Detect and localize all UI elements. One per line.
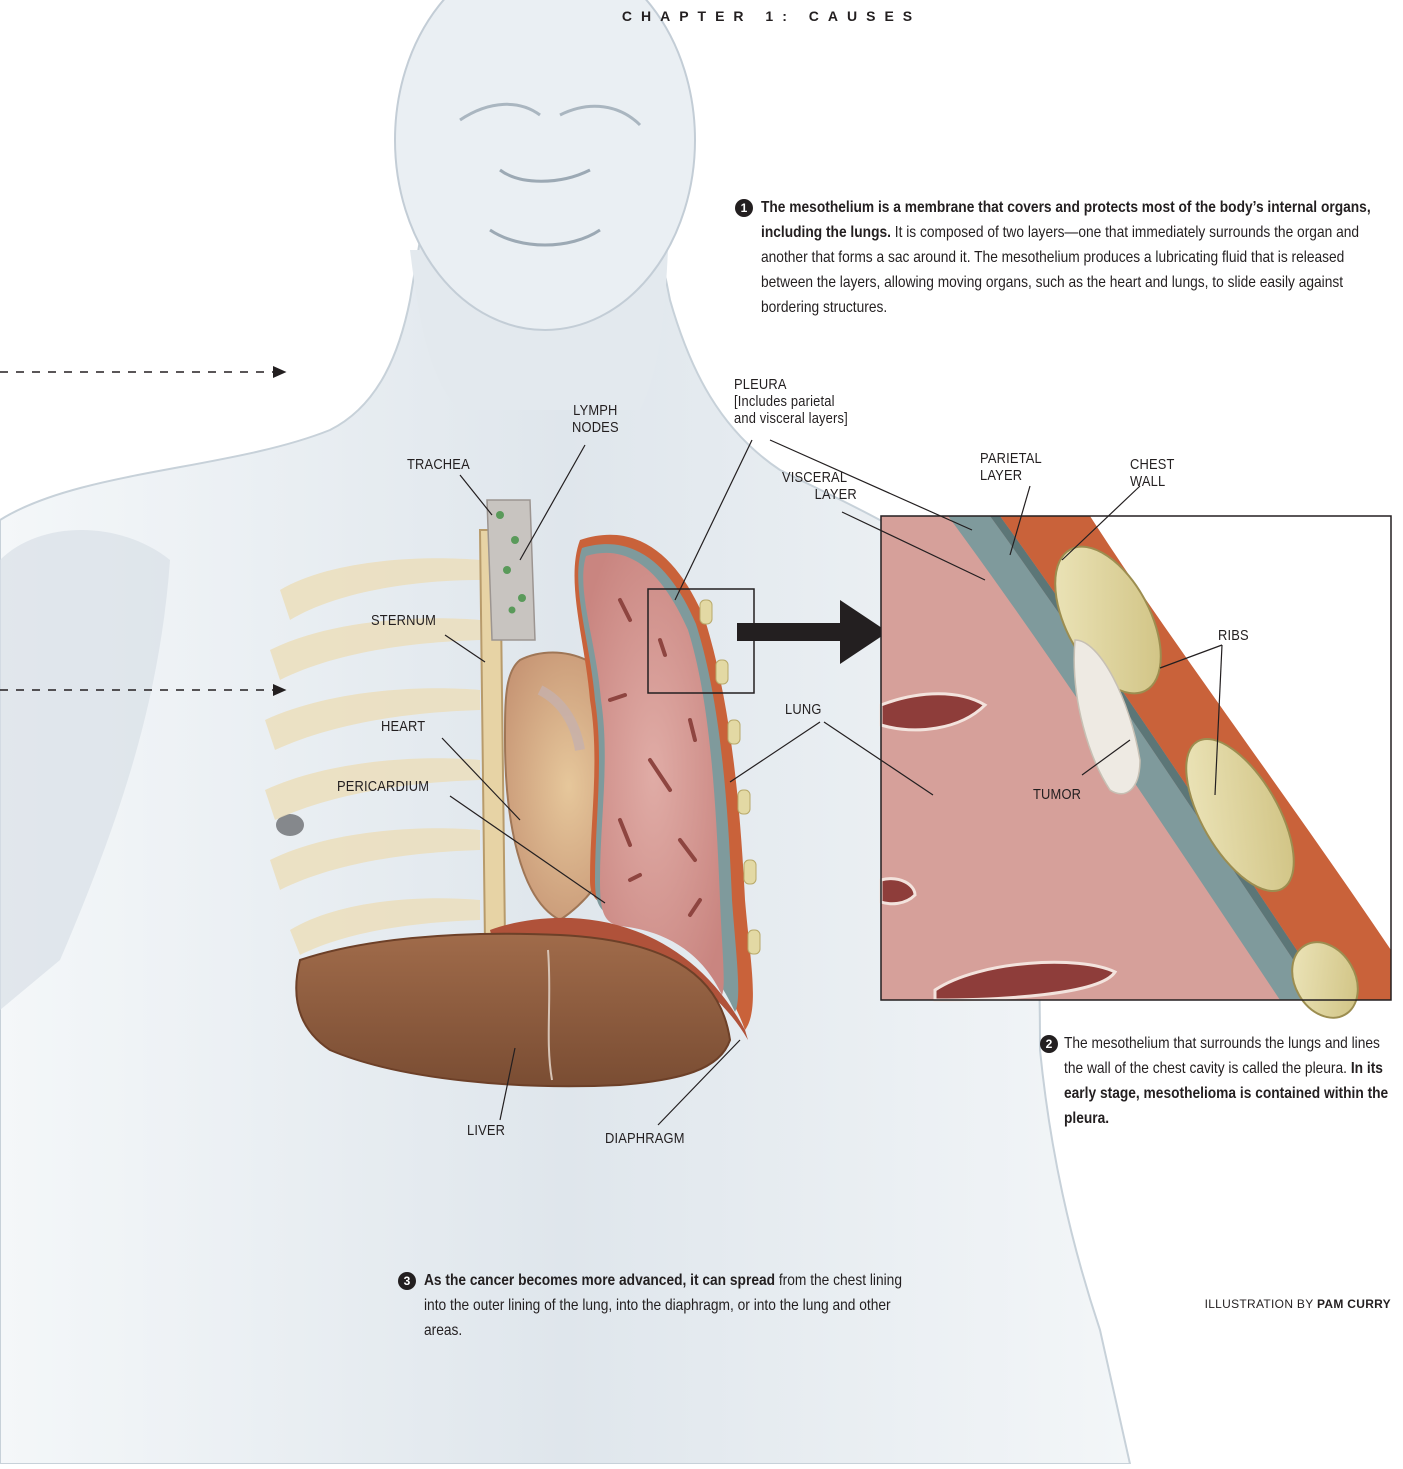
- label-lymph-nodes-line-1: LYMPH: [572, 402, 619, 419]
- label-chest-wall-line-2: WALL: [1130, 473, 1175, 490]
- label-parietal-line-2: LAYER: [980, 467, 1042, 484]
- label-trachea: TRACHEA: [407, 456, 470, 473]
- label-heart: HEART: [381, 718, 425, 735]
- step-2-text: The mesothelium that surrounds the lungs…: [1064, 1031, 1391, 1131]
- step-2-body: The mesothelium that surrounds the lungs…: [1064, 1035, 1380, 1077]
- label-chest-wall-line-1: CHEST: [1130, 456, 1175, 473]
- label-pericardium: PERICARDIUM: [337, 778, 429, 795]
- label-parietal-line-1: PARIETAL: [980, 450, 1042, 467]
- label-pleura: PLEURA [Includes parietal and visceral l…: [734, 376, 848, 427]
- label-chest-wall: CHEST WALL: [1130, 456, 1175, 490]
- label-lung: LUNG: [785, 701, 822, 718]
- label-visceral-layer: VISCERAL LAYER: [782, 469, 857, 503]
- label-pleura-line-1: PLEURA: [734, 376, 848, 393]
- label-visceral-line-2: LAYER: [782, 486, 857, 503]
- credit-name: PAM CURRY: [1317, 1297, 1391, 1311]
- label-lymph-nodes: LYMPH NODES: [572, 402, 619, 436]
- step-1-text: The mesothelium is a membrane that cover…: [761, 195, 1397, 320]
- step-number-3: 3: [398, 1272, 416, 1290]
- step-number-1: 1: [735, 199, 753, 217]
- illustration-credit: ILLUSTRATION BY PAM CURRY: [1205, 1297, 1391, 1311]
- label-ribs: RIBS: [1218, 627, 1249, 644]
- label-tumor: TUMOR: [1033, 786, 1081, 803]
- step-number-2: 2: [1040, 1035, 1058, 1053]
- label-visceral-line-1: VISCERAL: [782, 469, 857, 486]
- label-pleura-line-3: and visceral layers]: [734, 410, 848, 427]
- label-diaphragm: DIAPHRAGM: [605, 1130, 685, 1147]
- credit-prefix: ILLUSTRATION BY: [1205, 1297, 1317, 1311]
- label-sternum: STERNUM: [371, 612, 436, 629]
- label-parietal-layer: PARIETAL LAYER: [980, 450, 1042, 484]
- inset-magnified-view: [881, 516, 1391, 1030]
- label-pleura-line-2: [Includes parietal: [734, 393, 848, 410]
- label-lymph-nodes-line-2: NODES: [572, 419, 619, 436]
- label-liver: LIVER: [467, 1122, 505, 1139]
- step-3-text: As the cancer becomes more advanced, it …: [424, 1268, 927, 1343]
- chapter-heading: CHAPTER 1: CAUSES: [0, 8, 1403, 24]
- step-3-bold: As the cancer becomes more advanced, it …: [424, 1272, 775, 1289]
